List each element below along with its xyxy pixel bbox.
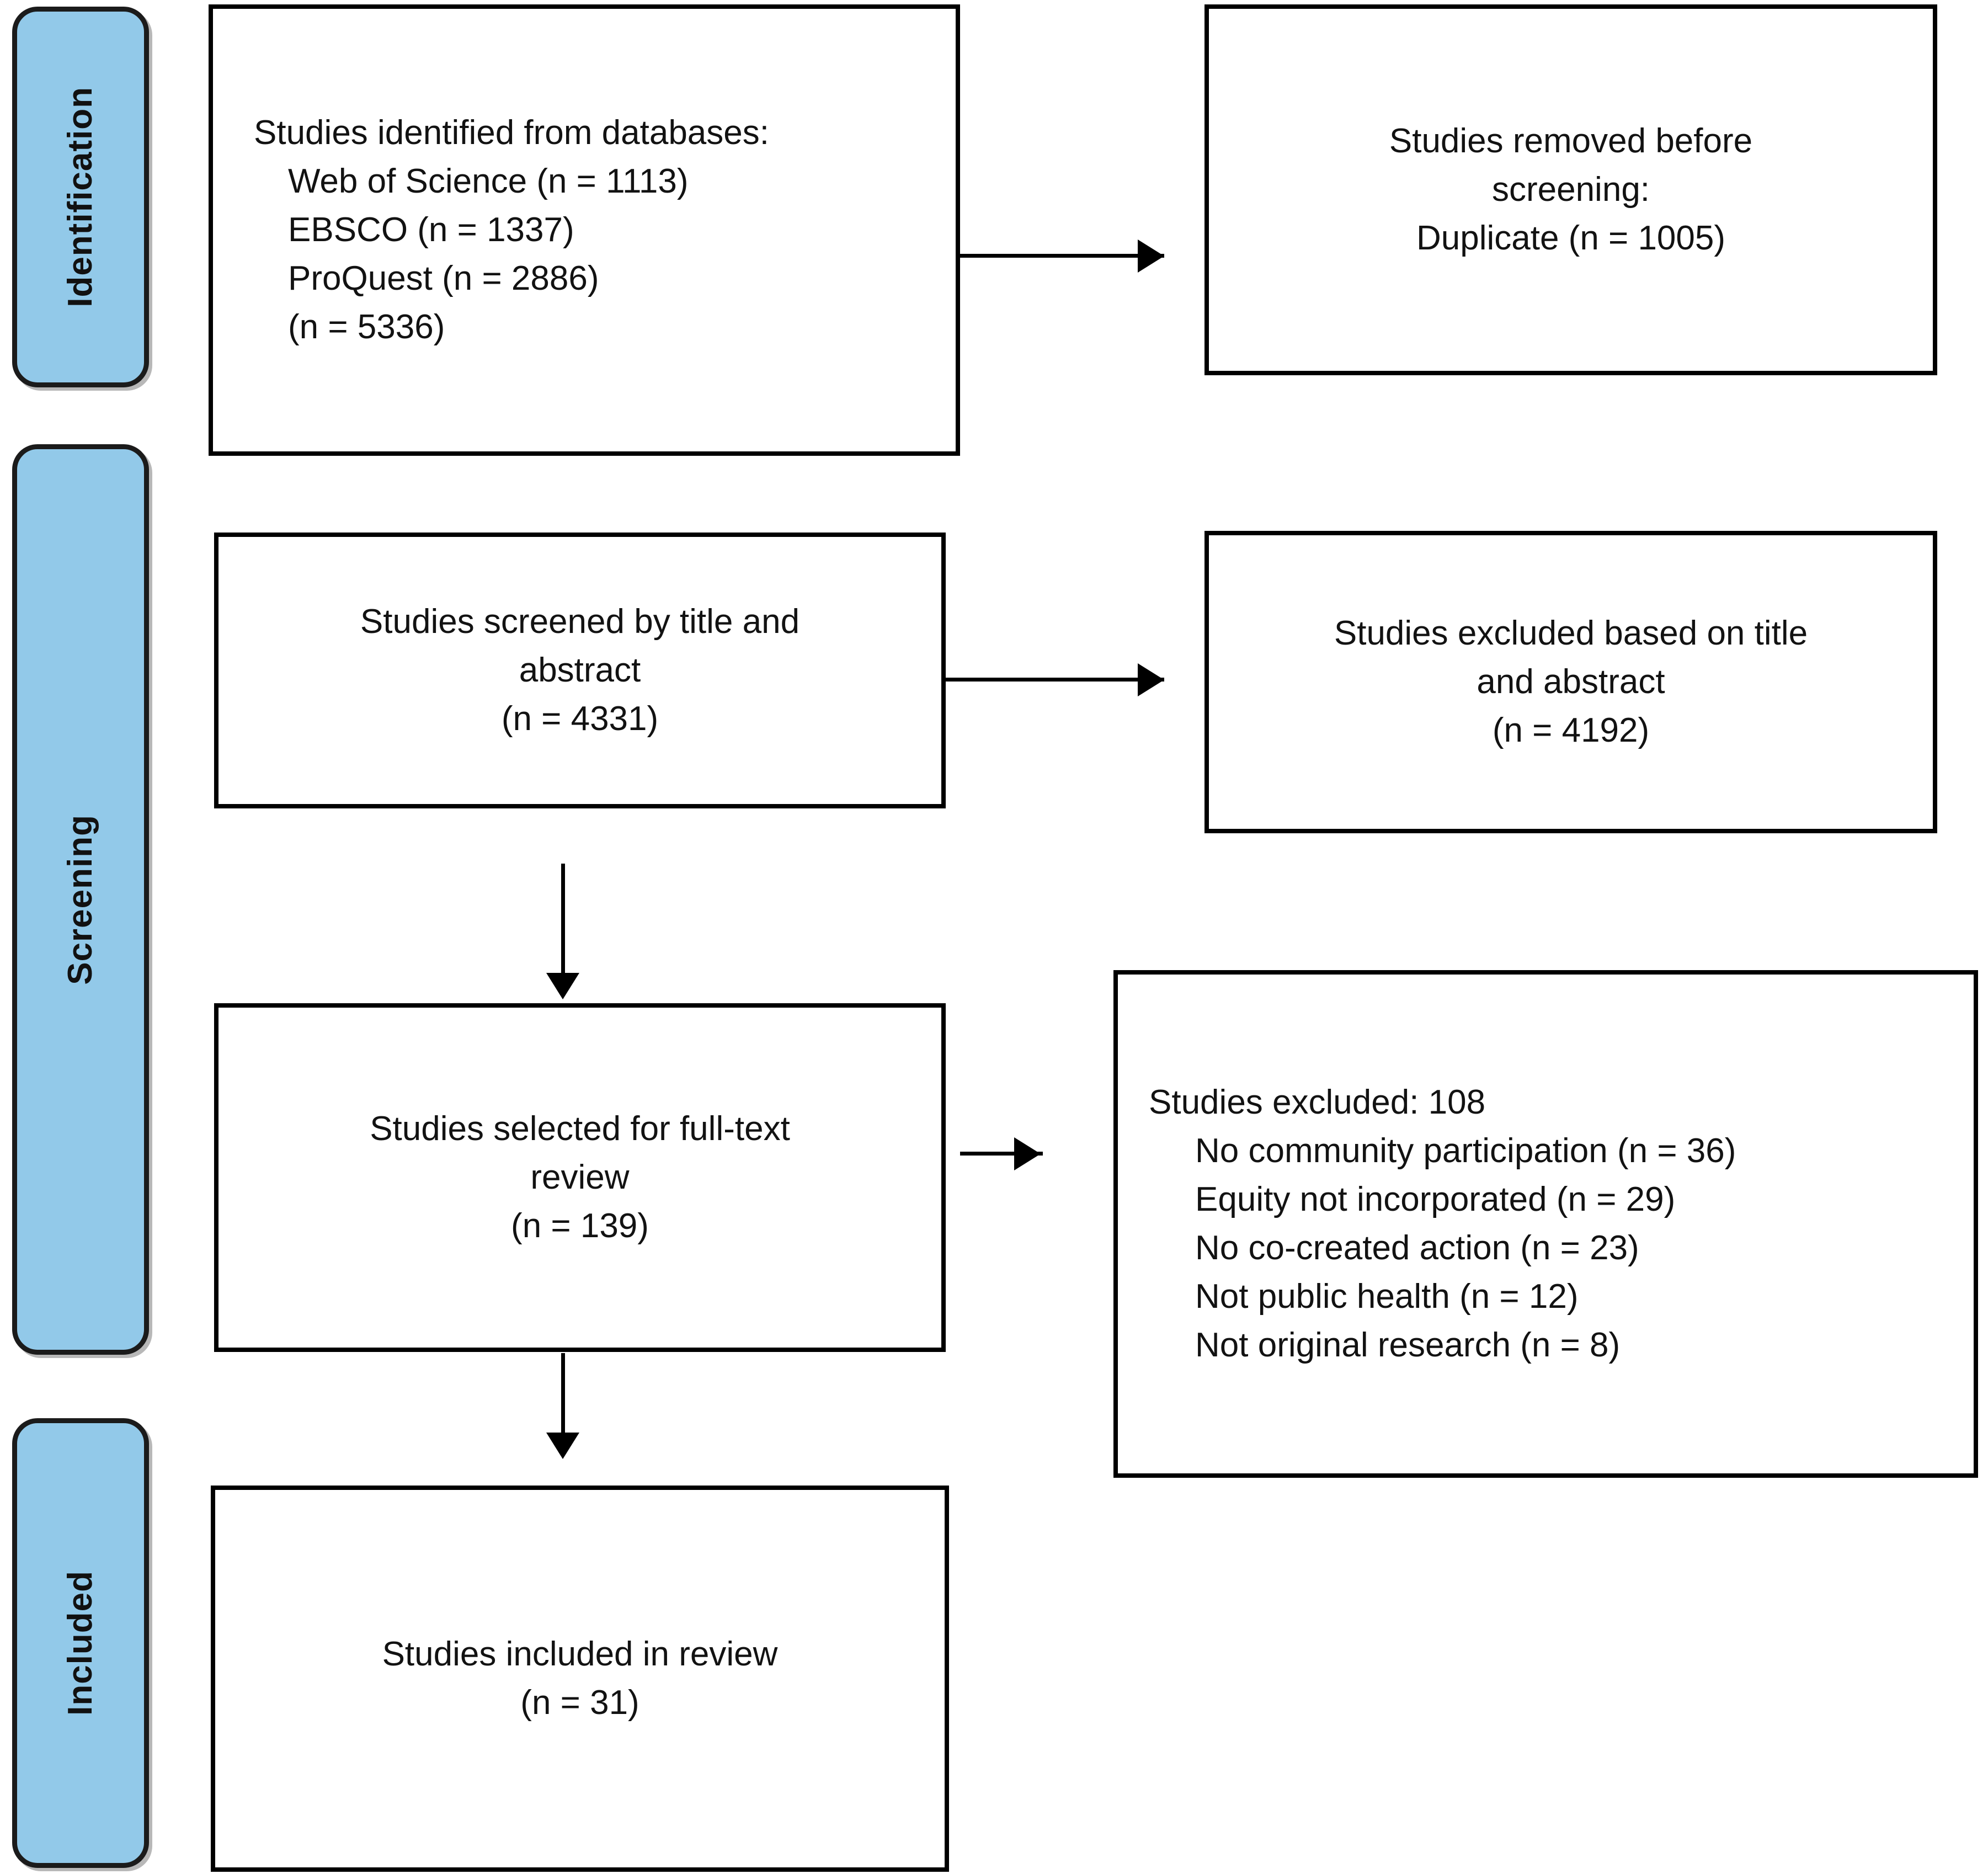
stage-pill-included: Included bbox=[12, 1418, 149, 1868]
excluded-ta-line-3: (n = 4192) bbox=[1492, 711, 1650, 750]
arrowhead-fulltext-to-excluded-reasons bbox=[1014, 1137, 1041, 1170]
arrowhead-screened-to-excluded bbox=[1138, 663, 1164, 696]
identified-source-1: Web of Science (n = 1113) bbox=[288, 162, 689, 200]
connector-screened-to-excluded bbox=[946, 678, 1164, 682]
identified-total: (n = 5336) bbox=[288, 308, 445, 347]
identified-source-3: ProQuest (n = 2886) bbox=[288, 259, 599, 298]
box-studies-removed: Studies removed before screening: Duplic… bbox=[1204, 4, 1937, 375]
box-studies-excluded-title-abstract: Studies excluded based on title and abst… bbox=[1204, 531, 1937, 833]
included-line-1: Studies included in review bbox=[382, 1635, 778, 1673]
excluded-reason-2: Equity not incorporated (n = 29) bbox=[1195, 1180, 1676, 1218]
connector-identified-to-removed bbox=[960, 254, 1164, 258]
stage-label-included: Included bbox=[61, 1570, 99, 1716]
excluded-reason-1: No community participation (n = 36) bbox=[1195, 1131, 1736, 1170]
screened-line-1: Studies screened by title and bbox=[360, 602, 800, 641]
excluded-reasons-heading: Studies excluded: 108 bbox=[1149, 1083, 1486, 1121]
fulltext-line-2: review bbox=[530, 1158, 630, 1196]
excluded-reason-3: No co-created action (n = 23) bbox=[1195, 1229, 1639, 1267]
screened-line-3: (n = 4331) bbox=[501, 700, 659, 738]
excluded-ta-line-1: Studies excluded based on title bbox=[1334, 614, 1808, 652]
arrowhead-screened-to-fulltext bbox=[546, 973, 579, 999]
stage-pill-identification: Identification bbox=[12, 7, 149, 387]
connector-fulltext-to-excluded-reasons bbox=[960, 1152, 1043, 1156]
removed-line-3: Duplicate (n = 1005) bbox=[1416, 219, 1726, 258]
excluded-ta-line-2: and abstract bbox=[1477, 662, 1665, 701]
connector-fulltext-to-included bbox=[561, 1353, 565, 1441]
excluded-reason-5: Not original research (n = 8) bbox=[1195, 1326, 1621, 1365]
identified-source-2: EBSCO (n = 1337) bbox=[288, 210, 574, 249]
screened-line-2: abstract bbox=[519, 651, 641, 689]
identified-heading: Studies identified from databases: bbox=[254, 113, 769, 152]
arrowhead-identified-to-removed bbox=[1138, 239, 1164, 273]
fulltext-line-3: (n = 139) bbox=[511, 1207, 649, 1245]
fulltext-line-1: Studies selected for full-text bbox=[370, 1109, 790, 1148]
stage-label-screening: Screening bbox=[61, 814, 99, 985]
stage-label-identification: Identification bbox=[61, 87, 99, 307]
box-studies-full-text: Studies selected for full-text review (n… bbox=[214, 1003, 946, 1352]
arrowhead-fulltext-to-included bbox=[546, 1433, 579, 1459]
box-studies-included: Studies included in review (n = 31) bbox=[211, 1486, 949, 1872]
included-line-2: (n = 31) bbox=[520, 1684, 639, 1722]
connector-screened-to-fulltext bbox=[561, 864, 565, 982]
removed-line-1: Studies removed before bbox=[1389, 121, 1753, 160]
stage-pill-screening: Screening bbox=[12, 444, 149, 1355]
box-studies-identified: Studies identified from databases: Web o… bbox=[209, 4, 960, 456]
removed-line-2: screening: bbox=[1491, 170, 1650, 209]
excluded-reason-4: Not public health (n = 12) bbox=[1195, 1277, 1579, 1316]
box-studies-screened: Studies screened by title and abstract (… bbox=[214, 533, 946, 808]
box-studies-excluded-reasons: Studies excluded: 108 No community parti… bbox=[1113, 970, 1978, 1478]
